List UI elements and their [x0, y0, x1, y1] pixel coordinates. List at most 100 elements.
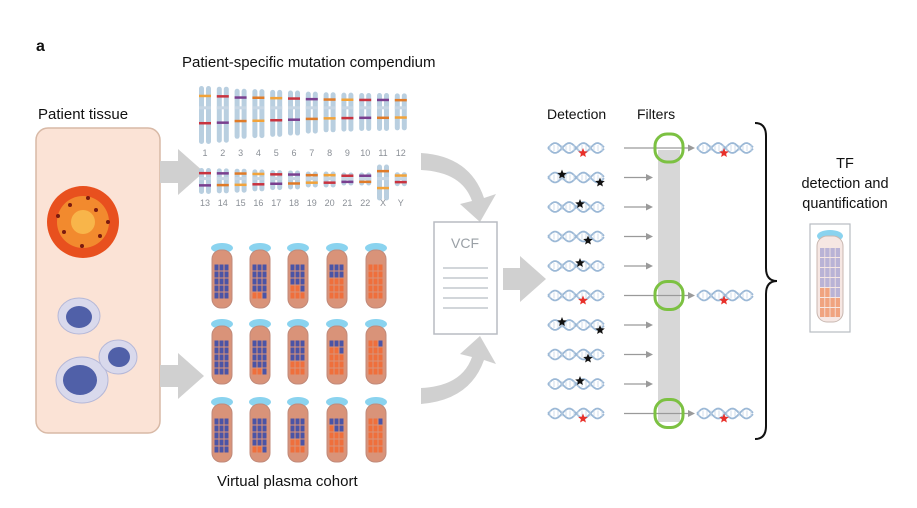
filter-pass-ring-icon	[653, 280, 685, 311]
plasma-tube	[249, 243, 271, 309]
chromosome-5: 5	[270, 89, 283, 158]
tumor-mutation-star-icon	[719, 148, 729, 157]
chromosome-14: 14	[216, 168, 229, 208]
filters-title: Filters	[637, 106, 676, 122]
tumor-mutation-star-icon	[719, 295, 729, 305]
detection-row	[547, 348, 653, 363]
arrow-cohort-to-vcf	[421, 336, 496, 404]
error-mutation-star-icon	[575, 376, 585, 385]
detection-row	[547, 317, 653, 334]
filter-bar	[658, 150, 680, 422]
chromosome-label: X	[380, 198, 386, 208]
chromosome-13: 13	[199, 168, 211, 208]
detection-row	[547, 199, 653, 213]
dna-fragment-icon	[547, 348, 605, 361]
plasma-tube	[365, 397, 387, 463]
chromosome-label: 4	[256, 148, 261, 158]
chromosome-8: 8	[323, 92, 336, 158]
detection-row	[547, 258, 653, 272]
tf-title: TF detection and quantification	[801, 156, 888, 212]
chromosome-label: 9	[345, 148, 350, 158]
chromosome-label: 21	[342, 198, 352, 208]
pbmc-cell-icon	[55, 297, 138, 404]
chromosome-21: 21	[341, 172, 354, 208]
chromosome-label: 19	[307, 198, 317, 208]
dna-fragment-icon	[547, 142, 605, 154]
tf-quantification-tube-icon	[809, 223, 851, 333]
chromosome-17: 17	[270, 170, 283, 208]
chromosome-label: 2	[220, 148, 225, 158]
plasma-tube	[249, 319, 271, 385]
chromosome-1: 1	[199, 86, 211, 158]
chromosome-18: 18	[288, 170, 300, 208]
plasma-tube	[326, 243, 348, 309]
error-mutation-star-icon	[595, 177, 605, 187]
chromosome-6: 6	[288, 90, 300, 158]
plasma-tube-grid	[211, 243, 387, 463]
plasma-tube	[211, 243, 233, 309]
error-mutation-star-icon	[583, 235, 593, 245]
vcf-document-icon: VCF	[433, 221, 498, 335]
arrow-compendium-to-vcf	[421, 153, 496, 222]
chromosome-label: 17	[271, 198, 281, 208]
chromosome-label: 7	[309, 148, 314, 158]
detection-row	[547, 230, 653, 245]
dna-fragment-icon	[547, 407, 605, 420]
dna-fragment-icon	[547, 171, 605, 184]
chromosome-2: 2	[216, 86, 229, 158]
dna-fragment-icon	[547, 260, 605, 272]
chromosome-4: 4	[252, 89, 265, 158]
detection-title: Detection	[547, 106, 607, 122]
chromosome-7: 7	[305, 91, 318, 158]
arrow-tissue-to-cohort	[160, 353, 204, 399]
chromosome-label: 1	[202, 148, 207, 158]
chromosome-label: 16	[253, 198, 263, 208]
chromosome-label: 6	[291, 148, 296, 158]
chromosome-label: 8	[327, 148, 332, 158]
tissue-title: Patient tissue	[38, 106, 129, 123]
chromosome-label: 20	[325, 198, 335, 208]
vcf-label: VCF	[451, 235, 479, 251]
chromosome-9: 9	[341, 92, 354, 158]
chromosome-X: X	[377, 164, 389, 208]
chromosome-Y: Y	[394, 172, 407, 208]
dna-fragment-icon	[696, 407, 754, 420]
chromosome-19: 19	[305, 171, 318, 208]
tumor-mutation-star-icon	[578, 295, 588, 305]
dna-fragment-icon	[547, 230, 605, 243]
error-mutation-star-icon	[575, 258, 585, 267]
tf-title-line2: detection and	[801, 176, 888, 192]
dna-fragment-icon	[547, 319, 605, 331]
dna-fragment-icon	[696, 289, 754, 302]
chromosome-label: 18	[289, 198, 299, 208]
arrow-tissue-to-compendium	[160, 149, 204, 195]
plasma-tube	[287, 243, 309, 309]
plasma-tube	[211, 397, 233, 463]
dna-fragment-icon	[547, 201, 605, 213]
filter-pass-ring-icon	[653, 132, 685, 164]
chromosome-label: 13	[200, 198, 210, 208]
tumor-cell-icon	[47, 186, 119, 258]
plasma-tube	[326, 397, 348, 463]
summary-brace	[754, 122, 778, 440]
chromosome-20: 20	[323, 171, 336, 208]
dna-fragment-icon	[696, 142, 754, 154]
tf-title-line1: TF	[836, 156, 854, 172]
plasma-tube	[249, 397, 271, 463]
plasma-tube	[365, 243, 387, 309]
chromosome-label: 11	[378, 148, 387, 158]
tumor-mutation-star-icon	[578, 413, 588, 423]
error-mutation-star-icon	[557, 317, 567, 326]
chromosome-label: 5	[274, 148, 279, 158]
error-mutation-star-icon	[557, 169, 567, 179]
chromosome-16: 16	[252, 169, 265, 208]
error-mutation-star-icon	[575, 199, 585, 208]
detection-rows	[547, 132, 754, 429]
tumor-mutation-star-icon	[578, 148, 588, 157]
dna-fragment-icon	[547, 378, 605, 390]
filter-pass-ring-icon	[653, 398, 685, 429]
chromosome-3: 3	[234, 88, 247, 158]
chromosome-label: 3	[238, 148, 243, 158]
